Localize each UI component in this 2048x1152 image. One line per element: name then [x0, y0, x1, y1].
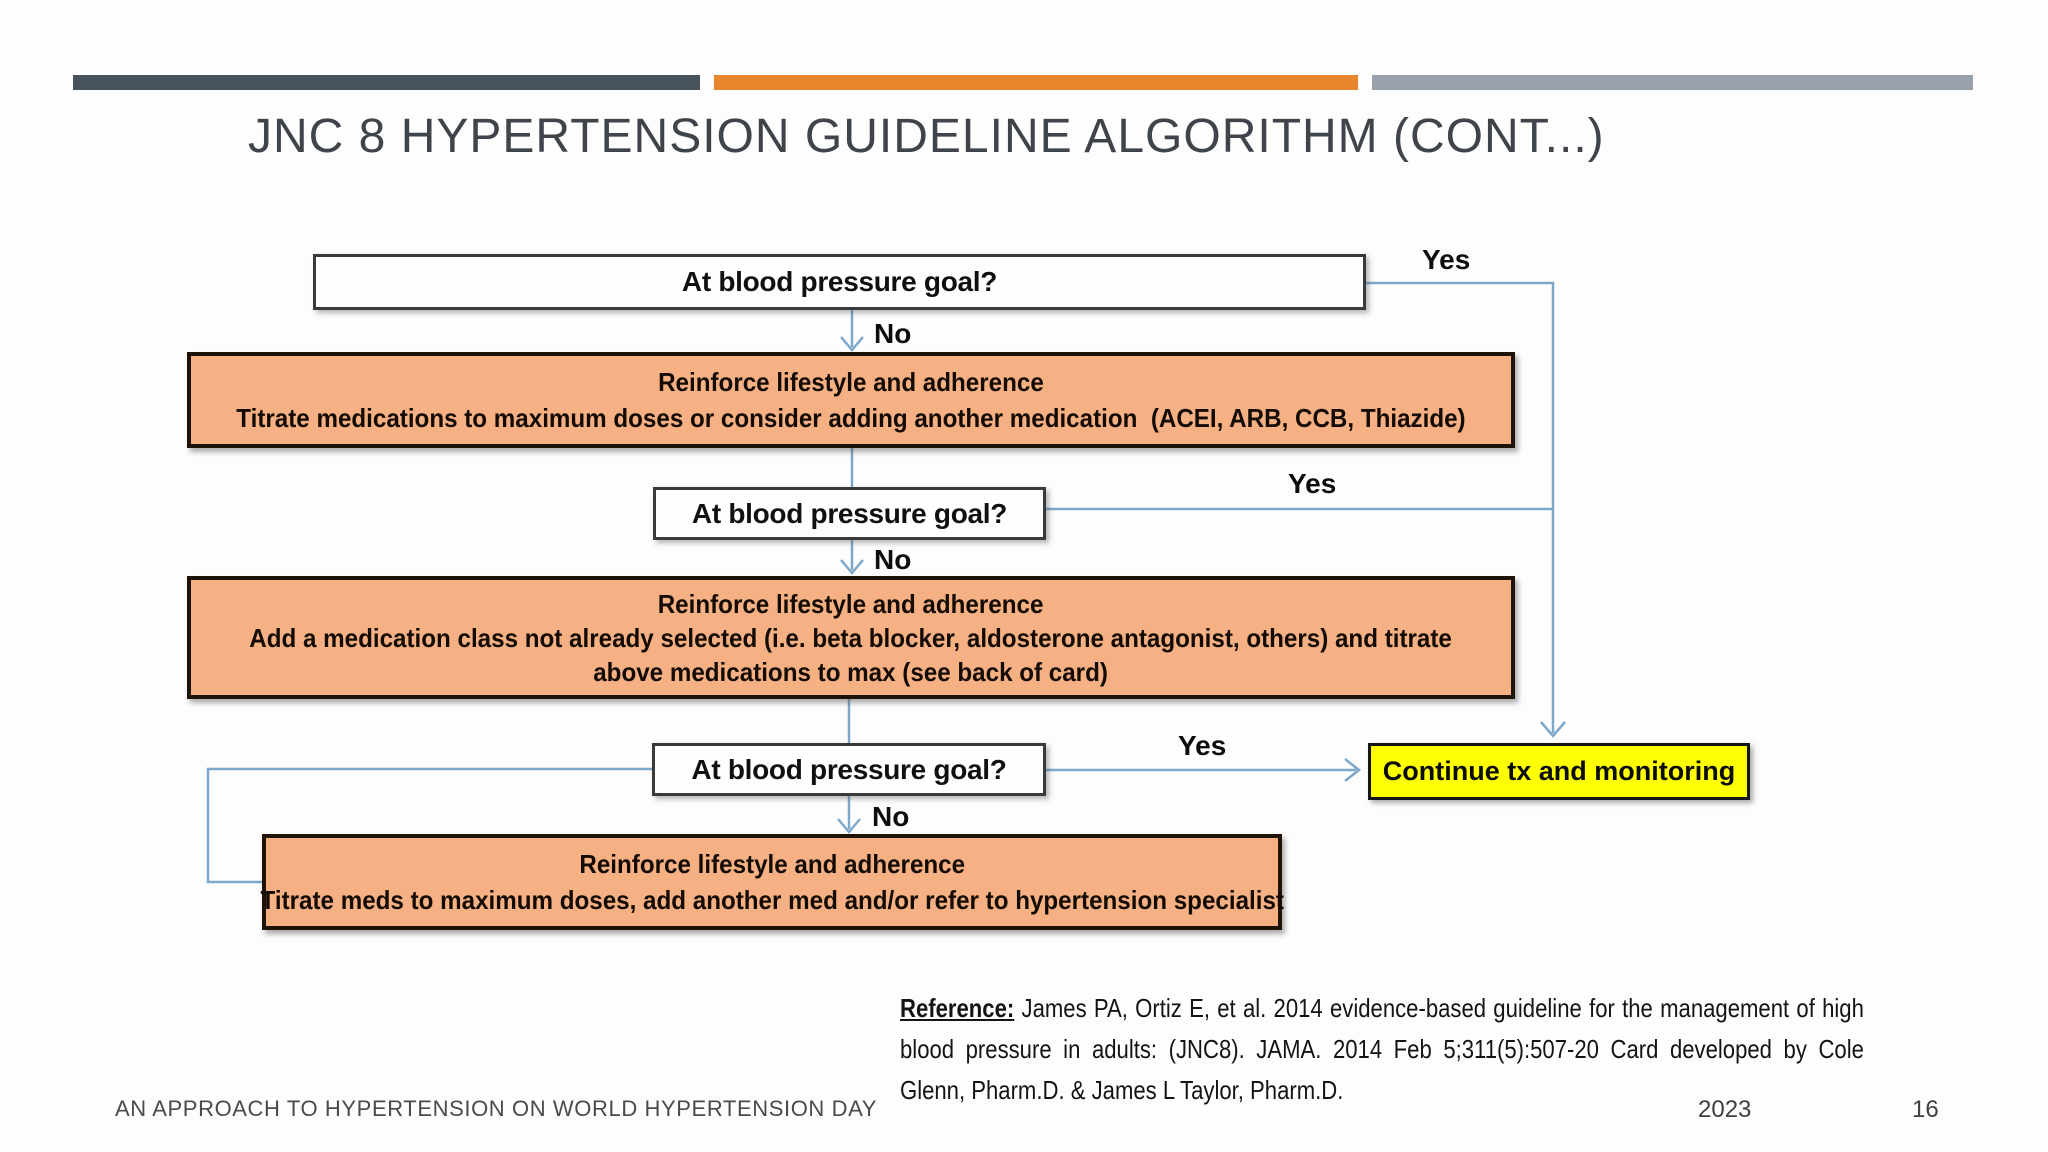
decision-box-2-label: At blood pressure goal? [691, 497, 1008, 529]
loopback-connector [206, 767, 652, 884]
decision-box-1: At blood pressure goal? [313, 254, 1366, 310]
arrowhead-down-icon [840, 559, 864, 575]
no-label-2: No [874, 544, 912, 575]
action-box-2-text: Reinforce lifestyle and adherence Add a … [250, 587, 1453, 689]
action-box-1-line2: Titrate medications to maximum doses or … [236, 403, 1466, 433]
decision-box-2: At blood pressure goal? [653, 487, 1046, 540]
action-box-2-line2: Add a medication class not already selec… [249, 622, 1453, 653]
action-box-1-text: Reinforce lifestyle and adherence Titrat… [236, 364, 1465, 436]
action-box-2-line1: Reinforce lifestyle and adherence [658, 588, 1044, 619]
yes1-connector [1366, 281, 1555, 733]
decision-box-3-label: At blood pressure goal? [691, 753, 1007, 785]
footer-title: AN APPROACH TO HYPERTENSION ON WORLD HYP… [115, 1096, 878, 1121]
yes-label-1: Yes [1422, 244, 1471, 275]
action-box-2-line3: above medications to max (see back of ca… [593, 656, 1109, 687]
reference-text: Reference: James PA, Ortiz E, et al. 201… [900, 988, 1864, 1111]
action-box-3-line2: Titrate meds to maximum doses, add anoth… [260, 885, 1284, 915]
no-label-3: No [872, 801, 910, 832]
decision-box-1-label: At blood pressure goal? [681, 266, 998, 297]
yes-label-3: Yes [1178, 730, 1227, 761]
footer-year: 2023 [1698, 1096, 1752, 1123]
action-box-1: Reinforce lifestyle and adherence Titrat… [187, 352, 1515, 448]
action-box-3: Reinforce lifestyle and adherence Titrat… [260, 834, 1284, 930]
terminal-box: Continue tx and monitoring [1368, 743, 1750, 800]
arrowhead-down-icon [1540, 721, 1566, 738]
action-box-2: Reinforce lifestyle and adherence Add a … [187, 576, 1515, 699]
no-label-1: No [874, 318, 912, 349]
footer-page-number: 16 [1912, 1096, 1939, 1123]
arrowhead-down-icon [837, 818, 861, 834]
action-box-3-text: Reinforce lifestyle and adherence Titrat… [260, 846, 1283, 918]
accent-bar-dark [73, 75, 700, 90]
action-box-1-line1: Reinforce lifestyle and adherence [658, 367, 1044, 397]
yes-label-2: Yes [1288, 468, 1337, 499]
decision-box-3: At blood pressure goal? [652, 743, 1046, 796]
reference-body: James PA, Ortiz E, et al. 2014 evidence-… [900, 993, 1864, 1105]
accent-bar-orange [714, 75, 1358, 90]
arrowhead-down-icon [840, 336, 864, 352]
page-title: JNC 8 HYPERTENSION GUIDELINE ALGORITHM (… [248, 110, 1605, 163]
reference-label: Reference: [900, 993, 1015, 1023]
arrowhead-right-icon [1344, 758, 1362, 782]
action-box-3-line1: Reinforce lifestyle and adherence [579, 849, 965, 879]
terminal-box-label: Continue tx and monitoring [1382, 756, 1736, 786]
accent-bar-gray [1372, 75, 1973, 90]
